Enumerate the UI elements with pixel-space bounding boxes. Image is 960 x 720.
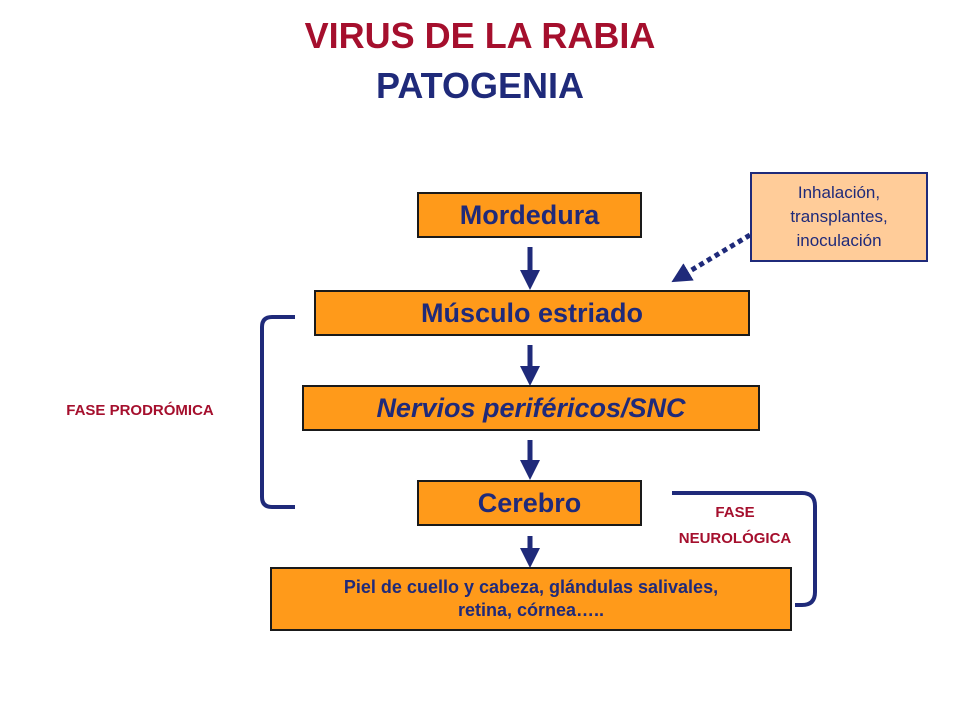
node-inhalacion: Inhalación, transplantes, inoculación [750,172,928,262]
bracket-neurologica [672,491,817,607]
bracket-prodromica [260,315,295,509]
node-cerebro-label: Cerebro [477,487,582,518]
node-piel: Piel de cuello y cabeza, glándulas saliv… [270,567,792,631]
page-subtitle: PATOGENIA [375,65,585,106]
phase-neuro-line2: NEUROLÓGICA [678,530,792,547]
node-musculo-estriado: Músculo estriado [314,290,750,336]
arrow-inhal-musculo [671,232,752,283]
node-piel-line1: Piel de cuello y cabeza, glándulas saliv… [343,577,719,597]
node-piel-line2: retina, córnea….. [457,600,605,620]
node-inhal-line1: Inhalación, [797,183,881,202]
node-nervios-label: Nervios periféricos/SNC [376,392,686,423]
phase-prodromica-label: FASE PRODRÓMICA [66,402,214,419]
node-inhal-line2: transplantes, [790,207,888,226]
node-nervios: Nervios periféricos/SNC [302,385,760,431]
node-mordedura: Mordedura [417,192,642,238]
node-musculo-label: Músculo estriado [420,297,644,328]
phase-neuro-line1: FASE [715,504,755,521]
node-cerebro: Cerebro [417,480,642,526]
page-title: VIRUS DE LA RABIA [304,15,656,56]
node-mordedura-label: Mordedura [459,199,600,230]
phase-neurologica-label: FASE NEUROLÓGICA [640,500,830,552]
node-inhal-line3: inoculación [796,231,882,250]
